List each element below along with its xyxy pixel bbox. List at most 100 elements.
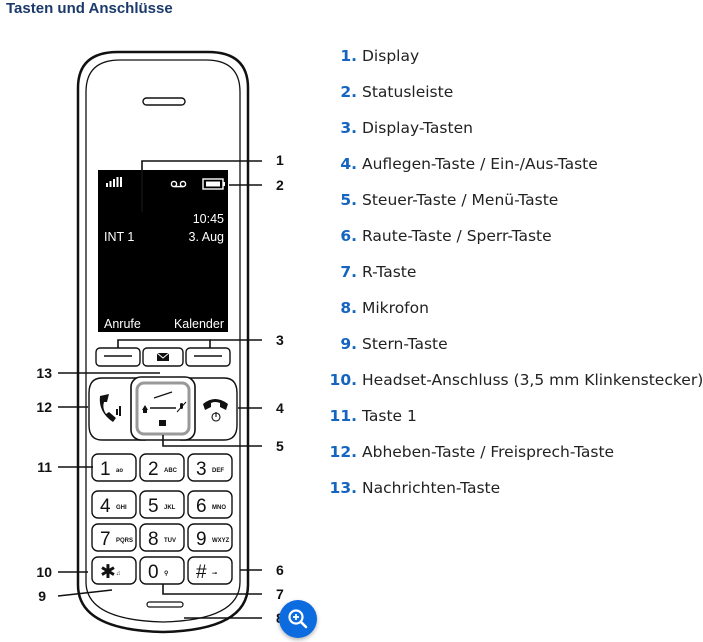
- legend-item: 9.Stern-Taste: [322, 333, 703, 369]
- keypad-key-digit: 4: [100, 496, 111, 517]
- legend-item: 13.Nachrichten-Taste: [322, 477, 703, 513]
- keypad-key-digit: 8: [148, 529, 159, 550]
- keypad-key[interactable]: 5 JKL: [139, 490, 185, 519]
- legend-item: 5. Steuer-Taste / Menü-Taste: [322, 189, 703, 225]
- legend-label: R-Taste: [362, 263, 417, 281]
- keypad-key-digit: 2: [148, 459, 159, 480]
- legend-label: Abheben-Taste / Freisprech-Taste: [362, 443, 615, 461]
- legend-item: 3. Display-Tasten: [322, 117, 703, 153]
- callout-numbers: 1 2 3 4 5 6 7 8 9 10 11 12 13: [36, 152, 284, 626]
- legend-label: Mikrofon: [362, 299, 429, 317]
- keypad-key-digit: 0: [148, 562, 159, 583]
- legend-number: 8.: [340, 299, 357, 317]
- mic-mute-icon: [176, 401, 187, 413]
- legend-label: Auflegen-Taste / Ein-/Aus-Taste: [362, 155, 598, 173]
- legend-item: 6.Raute-Taste / Sperr-Taste: [322, 225, 703, 261]
- legend-number: 2.: [340, 83, 357, 101]
- legend-number: 7.: [340, 263, 357, 281]
- keypad-key-letters: ao: [116, 468, 123, 474]
- legend-list: 1.Display 2. Statusleiste 3. Display-Taste…: [322, 45, 703, 513]
- callout-10: 10: [36, 564, 52, 580]
- keypad-key[interactable]: 7 PQRS: [91, 523, 137, 552]
- screen-handset-name: INT 1: [104, 230, 134, 244]
- home-icon: [142, 405, 148, 413]
- legend-number: 3.: [340, 119, 357, 137]
- keypad-key-frame: [139, 453, 185, 482]
- keypad-key-digit: 9: [196, 529, 207, 550]
- keypad-key-digit: ✱: [100, 562, 116, 583]
- keypad-key[interactable]: ✱♫: [91, 556, 137, 585]
- keypad-key-frame: [187, 490, 233, 519]
- keypad-key-letters: DEF: [212, 468, 224, 474]
- legend-number: 12.: [329, 443, 357, 461]
- keypad-key[interactable]: 6 MNO: [187, 490, 233, 519]
- callout-3: 3: [276, 332, 284, 348]
- screen-date: 3. Aug: [189, 230, 224, 244]
- zoom-in-icon: [288, 609, 308, 629]
- keypad-key-letters: ⚲: [164, 570, 168, 577]
- legend-label: Headset-Anschluss (3,5 mm Klinkenstecker…: [362, 371, 703, 389]
- keypad-key-frame: [139, 523, 185, 552]
- menu-icon: [159, 420, 166, 426]
- display: [98, 170, 228, 332]
- callout-9: 9: [38, 588, 46, 604]
- legend-label: Statusleiste: [362, 83, 454, 101]
- keypad-key-letters: MNO: [212, 505, 226, 511]
- keypad-key-letters: JKL: [164, 505, 176, 511]
- keypad-key-letters: WXYZ: [212, 538, 230, 544]
- phone-body-inner-outline: [85, 59, 241, 623]
- keypad-key[interactable]: 8 TUV: [139, 523, 185, 552]
- signal-icon: [106, 177, 122, 187]
- legend-number: 1.: [340, 47, 357, 65]
- keypad-key-letters: ♫: [116, 571, 121, 577]
- keypad-key[interactable]: 0⚲: [139, 556, 185, 585]
- legend-item: 4.Auflegen-Taste / Ein-/Aus-Taste: [322, 153, 703, 189]
- earpiece: [142, 97, 186, 106]
- keypad-key-digit: 3: [196, 459, 207, 480]
- callout-lines: [57, 160, 262, 619]
- keypad-key[interactable]: 3 DEF: [187, 453, 233, 482]
- envelope-icon: [156, 352, 170, 361]
- keypad-key-digit: 6: [196, 496, 207, 517]
- keypad-key-frame: [91, 490, 137, 519]
- callout-13: 13: [36, 365, 52, 381]
- keypad-key-letters: TUV: [164, 538, 176, 544]
- callout-5: 5: [276, 438, 284, 454]
- keypad-key-digit: #: [196, 562, 207, 583]
- keypad-key-digit: 5: [148, 496, 159, 517]
- keypad-key[interactable]: #⊸: [187, 556, 233, 585]
- display-key-right[interactable]: [185, 347, 231, 367]
- legend-label: Steuer-Taste / Menü-Taste: [362, 191, 559, 209]
- microphone: [146, 601, 184, 608]
- keypad-key-frame: [187, 523, 233, 552]
- keypad-key-digit: 7: [100, 529, 111, 550]
- legend-item: 1.Display: [322, 45, 703, 81]
- legend-label: Raute-Taste / Sperr-Taste: [362, 227, 552, 245]
- keypad-key-frame: [91, 523, 137, 552]
- keypad-key-digit: 1: [100, 459, 111, 480]
- callout-4: 4: [276, 400, 284, 416]
- legend-item: 12. Abheben-Taste / Freisprech-Taste: [322, 441, 703, 477]
- legend-label: Nachrichten-Taste: [362, 479, 501, 497]
- screen-softkey-right: Kalender: [174, 317, 224, 331]
- legend-label: Display-Tasten: [362, 119, 473, 137]
- callout-2: 2: [276, 177, 284, 193]
- keypad-key[interactable]: 1 ao: [91, 453, 137, 482]
- keypad-key-frame: [139, 556, 185, 585]
- keypad-key[interactable]: 9 WXYZ: [187, 523, 233, 552]
- legend-item: 11.Taste 1: [322, 405, 703, 441]
- legend-number: 5.: [340, 191, 357, 209]
- keypad-key-frame: [139, 490, 185, 519]
- legend-item: 2. Statusleiste: [322, 81, 703, 117]
- keypad-key-frame: [91, 453, 137, 482]
- keypad-key-letters: PQRS: [116, 538, 133, 544]
- zoom-button[interactable]: [279, 600, 317, 638]
- handset-pickup-icon: [99, 394, 121, 422]
- callout-6: 6: [276, 562, 284, 578]
- keypad-key-frame: [91, 556, 137, 585]
- display-key-left[interactable]: [95, 347, 141, 367]
